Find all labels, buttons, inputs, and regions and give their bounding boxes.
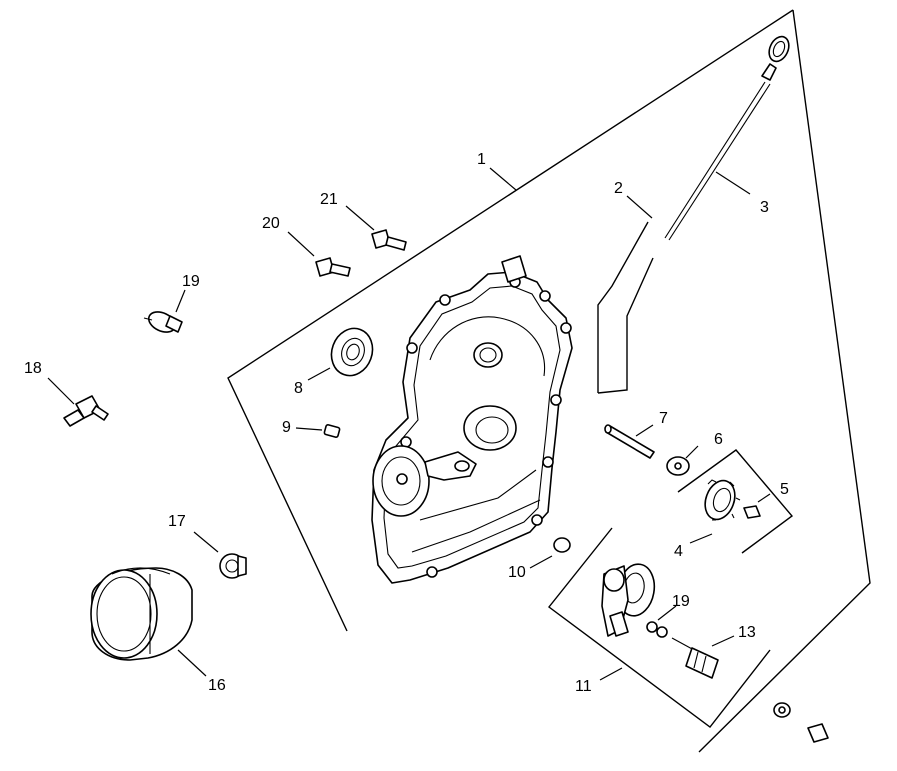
oil-filter-adapter bbox=[219, 553, 247, 579]
callout-3: 3 bbox=[760, 199, 769, 216]
drain-washer bbox=[773, 702, 791, 718]
callout-5: 5 bbox=[780, 481, 789, 498]
dipstick-tube-frame-lower bbox=[597, 257, 654, 394]
callout-19-lower: 19 bbox=[672, 593, 690, 610]
callout-2: 2 bbox=[614, 180, 623, 197]
dipstick-tube-frame bbox=[597, 221, 649, 393]
bolt-20 bbox=[315, 257, 351, 277]
governor-gear bbox=[704, 479, 741, 521]
callout-21: 21 bbox=[320, 191, 338, 208]
callout-6: 6 bbox=[714, 431, 723, 448]
callout-7: 7 bbox=[659, 410, 668, 427]
callout-11: 11 bbox=[575, 678, 592, 695]
callout-20: 20 bbox=[262, 215, 280, 232]
drain-plug bbox=[807, 723, 829, 743]
callout-17: 17 bbox=[168, 513, 186, 530]
shaft-pin bbox=[604, 424, 655, 459]
oil-filter bbox=[90, 567, 193, 661]
callout-8: 8 bbox=[294, 380, 303, 397]
callouts: 1 2 3 4 5 6 7 8 9 10 11 13 16 17 18 19 1… bbox=[24, 151, 789, 695]
leader-lines bbox=[47, 167, 771, 681]
elbow-fitting bbox=[63, 395, 109, 427]
gear-pin bbox=[743, 505, 761, 519]
callout-13: 13 bbox=[738, 624, 756, 641]
assembly-frame-1 bbox=[227, 9, 871, 753]
pump-o-ring bbox=[646, 621, 668, 638]
callout-19-upper: 19 bbox=[182, 273, 200, 290]
oil-seal bbox=[330, 327, 374, 377]
relief-valve bbox=[671, 637, 719, 679]
callout-16: 16 bbox=[208, 677, 226, 694]
pipe-plug bbox=[323, 424, 341, 438]
dipstick bbox=[664, 35, 790, 241]
callout-9: 9 bbox=[282, 419, 291, 436]
callout-18: 18 bbox=[24, 360, 42, 377]
assembly-frame-11 bbox=[548, 527, 771, 728]
crankcase-cover bbox=[371, 255, 573, 584]
o-ring bbox=[553, 537, 571, 553]
washer bbox=[666, 456, 690, 476]
assembly-frame-4 bbox=[677, 449, 794, 554]
callout-4: 4 bbox=[674, 543, 683, 560]
bolt-21 bbox=[371, 229, 407, 251]
callout-1: 1 bbox=[477, 151, 486, 168]
oil-pump bbox=[601, 563, 656, 637]
oil-pressure-switch bbox=[143, 311, 183, 333]
callout-10: 10 bbox=[508, 564, 526, 581]
